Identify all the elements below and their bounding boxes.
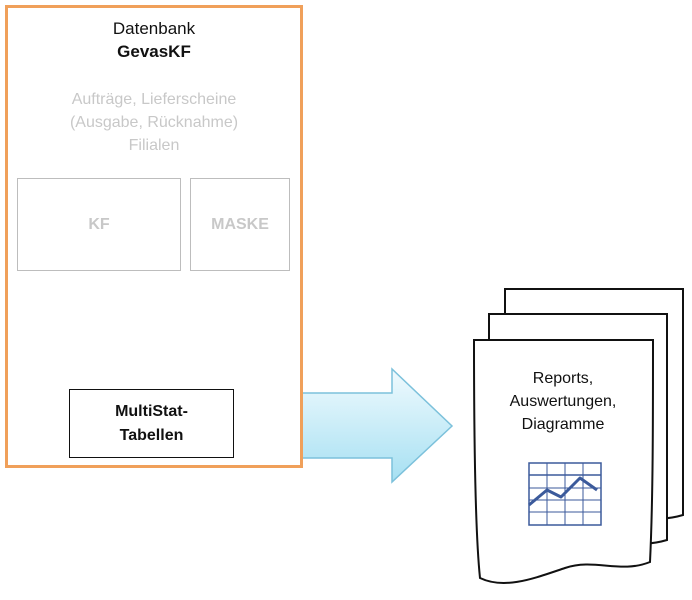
database-content-line: Filialen: [128, 137, 180, 154]
line-chart-icon: [528, 462, 602, 526]
database-contents: Aufträge, Lieferscheine (Ausgabe, Rückna…: [5, 88, 303, 157]
maske-label: MASKE: [211, 215, 269, 233]
multistat-tables-box: MultiStat- Tabellen: [69, 389, 234, 458]
maske-box: MASKE: [190, 178, 290, 271]
reports-text: Reports, Auswertungen, Diagramme: [488, 367, 638, 436]
reports-line: Reports,: [532, 370, 594, 387]
database-content-line: (Ausgabe, Rücknahme): [69, 114, 239, 131]
multistat-label-line: Tabellen: [119, 426, 184, 444]
reports-line: Diagramme: [521, 416, 605, 433]
document-page-front: [472, 339, 655, 585]
kf-label: KF: [88, 215, 110, 233]
reports-line: Auswertungen,: [509, 393, 617, 410]
database-content-line: Aufträge, Lieferscheine: [71, 91, 237, 108]
multistat-label-line: MultiStat-: [115, 402, 188, 420]
database-title: Datenbank: [112, 19, 196, 38]
database-name: GevasKF: [117, 42, 191, 61]
kf-box: KF: [17, 178, 181, 271]
